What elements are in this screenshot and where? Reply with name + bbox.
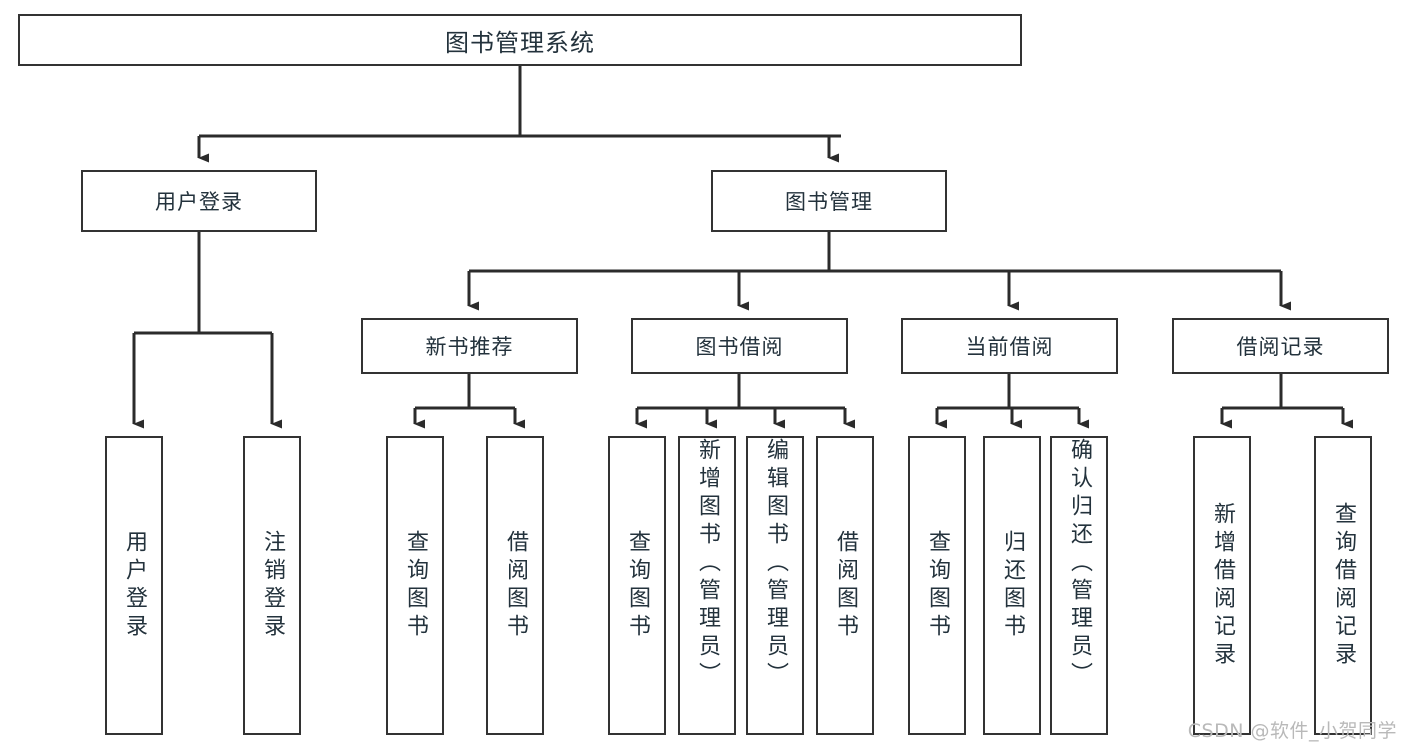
leaf-user-login-label: 用户登录 (122, 529, 147, 642)
leaf-logout-label: 注销登录 (260, 529, 285, 642)
leaf-return-book[interactable]: 归还图书 (983, 436, 1041, 735)
node-book-management-label: 图书管理 (785, 190, 873, 214)
leaf-borrow-book-new-label: 借阅图书 (503, 529, 528, 642)
leaf-query-book-new-label: 查询图书 (403, 529, 428, 642)
node-book-borrow-label: 图书借阅 (695, 335, 784, 359)
node-root[interactable]: 图书管理系统 (18, 14, 1022, 66)
leaf-query-book-new[interactable]: 查询图书 (386, 436, 444, 735)
leaf-logout[interactable]: 注销登录 (243, 436, 301, 735)
leaf-add-book-admin-label: 新增图书（管理员） (695, 438, 720, 690)
leaf-borrow-book-new[interactable]: 借阅图书 (486, 436, 544, 735)
leaf-query-borrow-record-label: 查询借阅记录 (1331, 501, 1356, 670)
node-borrow-record[interactable]: 借阅记录 (1172, 318, 1389, 374)
leaf-add-borrow-record[interactable]: 新增借阅记录 (1193, 436, 1251, 735)
leaf-add-borrow-record-label: 新增借阅记录 (1210, 501, 1235, 670)
leaf-lend-book[interactable]: 借阅图书 (816, 436, 874, 735)
node-new-book-recommend[interactable]: 新书推荐 (361, 318, 578, 374)
node-new-book-recommend-label: 新书推荐 (425, 335, 514, 359)
leaf-query-book-current-label: 查询图书 (925, 529, 950, 642)
leaf-query-book-current[interactable]: 查询图书 (908, 436, 966, 735)
leaf-query-borrow-record[interactable]: 查询借阅记录 (1314, 436, 1372, 735)
leaf-confirm-return-admin[interactable]: 确认归还（管理员） (1050, 436, 1108, 735)
node-book-management[interactable]: 图书管理 (711, 170, 947, 232)
node-borrow-record-label: 借阅记录 (1236, 335, 1325, 359)
leaf-query-book-borrow[interactable]: 查询图书 (608, 436, 666, 735)
node-book-borrow[interactable]: 图书借阅 (631, 318, 848, 374)
node-user-login-label: 用户登录 (155, 190, 243, 214)
leaf-user-login[interactable]: 用户登录 (105, 436, 163, 735)
leaf-edit-book-admin-label: 编辑图书（管理员） (763, 438, 788, 690)
leaf-lend-book-label: 借阅图书 (833, 529, 858, 642)
leaf-return-book-label: 归还图书 (1000, 529, 1025, 642)
leaf-add-book-admin[interactable]: 新增图书（管理员） (678, 436, 736, 735)
leaf-edit-book-admin[interactable]: 编辑图书（管理员） (746, 436, 804, 735)
node-root-label: 图书管理系统 (445, 28, 595, 57)
leaf-query-book-borrow-label: 查询图书 (625, 529, 650, 642)
node-current-borrow-label: 当前借阅 (965, 335, 1054, 359)
node-current-borrow[interactable]: 当前借阅 (901, 318, 1118, 374)
leaf-confirm-return-admin-label: 确认归还（管理员） (1067, 438, 1092, 690)
node-user-login[interactable]: 用户登录 (81, 170, 317, 232)
